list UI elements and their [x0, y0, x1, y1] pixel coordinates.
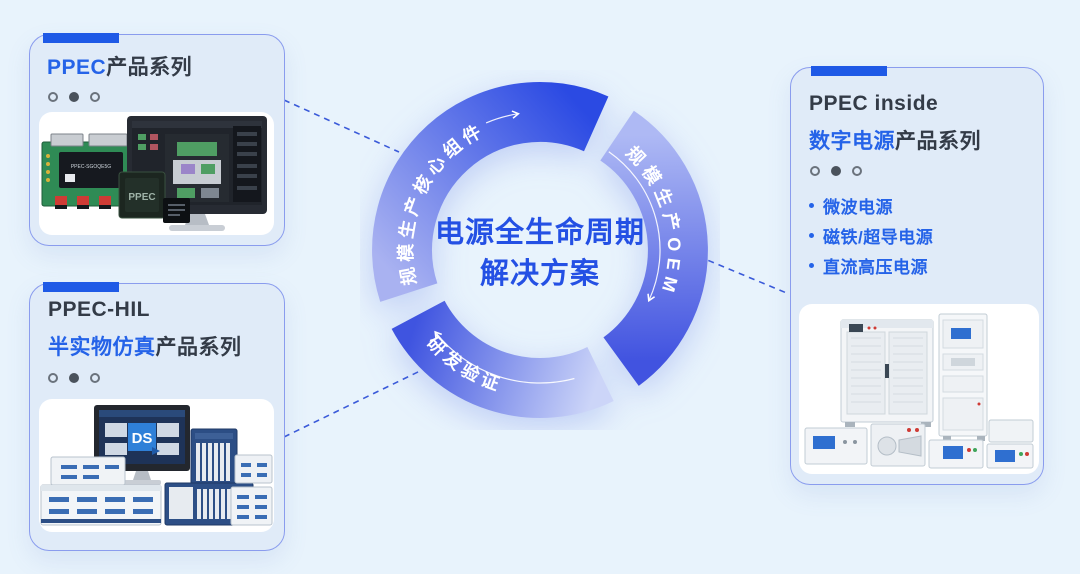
ring-segment-core-components [372, 81, 609, 302]
card-inside-subtitle-rest: 产品系列 [895, 130, 981, 153]
bullet-microwave: 微波电源 [809, 190, 933, 220]
inside-product-photo [799, 304, 1039, 474]
ring-segment-oem [599, 110, 708, 386]
ring-segment-rnd [391, 299, 614, 418]
card-ppec-hil[interactable]: PPEC-HIL 半实物仿真产品系列 DS [29, 282, 285, 551]
card-inside-subtitle: 数字电源产品系列 [809, 125, 981, 155]
carousel-dot-active[interactable] [69, 92, 79, 102]
svg-text:PPEC: PPEC [128, 192, 155, 203]
cycle-center-line1: 电源全生命周期 [434, 217, 645, 249]
bullet-dc-high-voltage: 直流高压电源 [809, 250, 933, 280]
carousel-dot[interactable] [810, 166, 820, 176]
connector-cycle-to-inside [687, 251, 790, 295]
instrument-left-large [40, 484, 162, 526]
ppec-product-photo: PPEC-SGOQE5G [39, 112, 274, 235]
instrument-right-stack [230, 454, 273, 526]
ppec-chip: PPEC [118, 171, 166, 219]
carousel-dots [810, 166, 862, 176]
card-accent-bar [43, 282, 119, 292]
carousel-dot[interactable] [48, 92, 58, 102]
bullet-text: 微波电源 [823, 197, 893, 217]
hil-product-photo: DS [39, 399, 274, 532]
tall-rack-cabinet [938, 313, 988, 441]
bench-supply-center [928, 439, 984, 469]
card-accent-bar [811, 66, 887, 76]
card-hil-title: PPEC-HIL [48, 298, 151, 321]
ring-arrow-oem [608, 151, 661, 301]
card-ppec-series[interactable]: PPEC产品系列 PPEC-SGOQE5G [29, 33, 285, 246]
card-inside-subtitle-highlight: 数字电源 [809, 130, 895, 153]
card-hil-subtitle-highlight: 半实物仿真 [48, 336, 156, 359]
card-hil-subtitle: 半实物仿真产品系列 [48, 331, 242, 361]
ring-arrow-core-components [485, 114, 518, 124]
large-power-cabinet [840, 319, 934, 427]
card-ppec-title-rest: 产品系列 [106, 56, 193, 79]
card-accent-bar [43, 33, 119, 43]
carousel-dot[interactable] [48, 373, 58, 383]
carousel-dot-active[interactable] [831, 166, 841, 176]
instrument-left-small [50, 456, 126, 486]
bullet-magnet-superconductor: 磁铁/超导电源 [809, 220, 933, 250]
power-supply-bullet-list: 微波电源 磁铁/超导电源 直流高压电源 [809, 190, 933, 280]
rf-unit [870, 423, 926, 467]
svg-text:PPEC-SGOQE5G: PPEC-SGOQE5G [71, 164, 111, 170]
connector-hil-to-cycle [283, 370, 421, 438]
carousel-dot[interactable] [90, 92, 100, 102]
bench-supply-left [804, 427, 868, 465]
card-ppec-title-highlight: PPEC [47, 56, 107, 79]
carousel-dots [48, 92, 100, 102]
bullet-text: 直流高压电源 [823, 257, 928, 277]
ring-arrow-rnd [435, 332, 575, 384]
ds-software-monitor: DS [94, 405, 190, 485]
carousel-dots [48, 373, 100, 383]
card-hil-subtitle-rest: 产品系列 [155, 336, 242, 359]
cycle-center-line2: 解决方案 [479, 258, 600, 290]
card-ppec-title: PPEC产品系列 [47, 51, 192, 81]
card-inside-title: PPEC inside [809, 92, 939, 115]
bullet-dot-icon [809, 202, 814, 208]
bullet-text: 磁铁/超导电源 [823, 227, 934, 247]
bullet-dot-icon [809, 262, 814, 268]
carousel-dot[interactable] [852, 166, 862, 176]
small-chip [163, 198, 190, 223]
cycle-center-title: 电源全生命周期 解决方案 [400, 213, 680, 295]
carousel-dot[interactable] [90, 373, 100, 383]
bench-supply-right [986, 419, 1034, 469]
carousel-dot-active[interactable] [69, 373, 79, 383]
lifecycle-ring: 规模生产核心组件 规模生产OEM 研发验证 [372, 81, 708, 418]
pxi-chassis-upper [190, 428, 238, 488]
svg-text:DS: DS [132, 430, 153, 447]
card-ppec-inside[interactable]: PPEC inside 数字电源产品系列 微波电源 磁铁/超导电源 直流高压电源 [790, 66, 1044, 485]
bullet-dot-icon [809, 232, 814, 238]
